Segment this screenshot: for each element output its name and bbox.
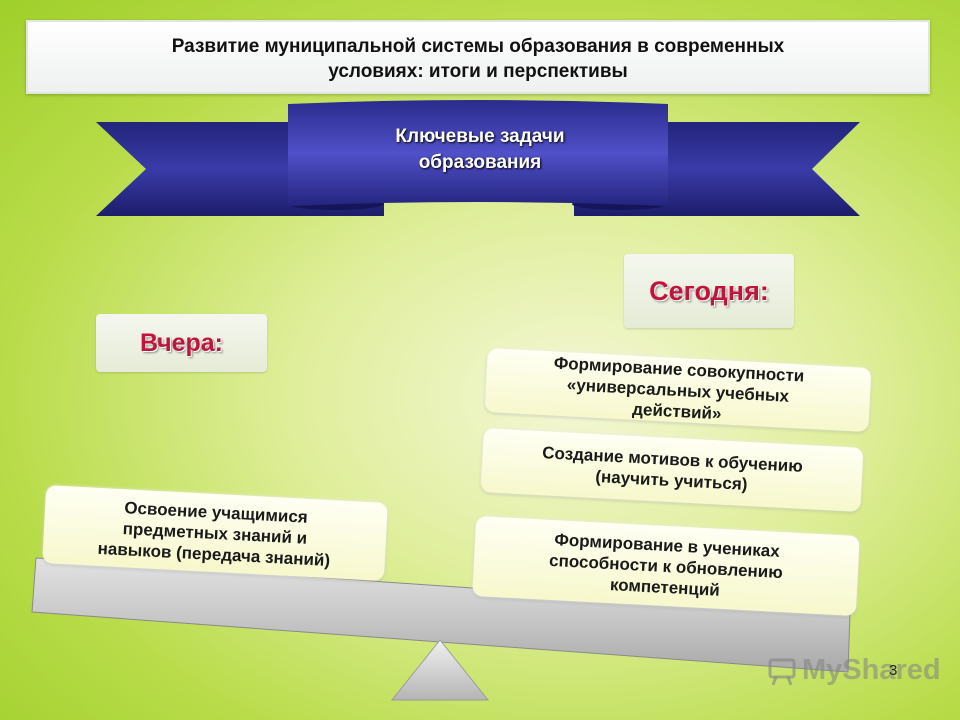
banner-heading: Ключевые задачи образования xyxy=(290,124,670,176)
presentation-icon xyxy=(768,658,796,686)
watermark-text: MyShared xyxy=(802,654,941,686)
ribbon-main-band xyxy=(288,100,668,206)
slide-title: Развитие муниципальной системы образован… xyxy=(28,34,928,84)
watermark: MyShared xyxy=(768,652,941,692)
page-number: 3 xyxy=(889,662,898,679)
today-label-box: Сегодня: xyxy=(624,254,794,328)
slide-title-box: Развитие муниципальной системы образован… xyxy=(26,20,930,94)
today-label: Сегодня: xyxy=(649,276,769,306)
yesterday-label: Вчера: xyxy=(139,329,224,357)
slide-title-line-1: Развитие муниципальной системы образован… xyxy=(171,36,785,57)
banner-line-2: образования xyxy=(418,152,542,173)
scale-fulcrum xyxy=(390,639,490,701)
yesterday-label-box: Вчера: xyxy=(96,314,267,372)
banner-line-1: Ключевые задачи xyxy=(395,126,565,147)
slide-title-line-2: условиях: итоги и перспективы xyxy=(328,61,628,82)
